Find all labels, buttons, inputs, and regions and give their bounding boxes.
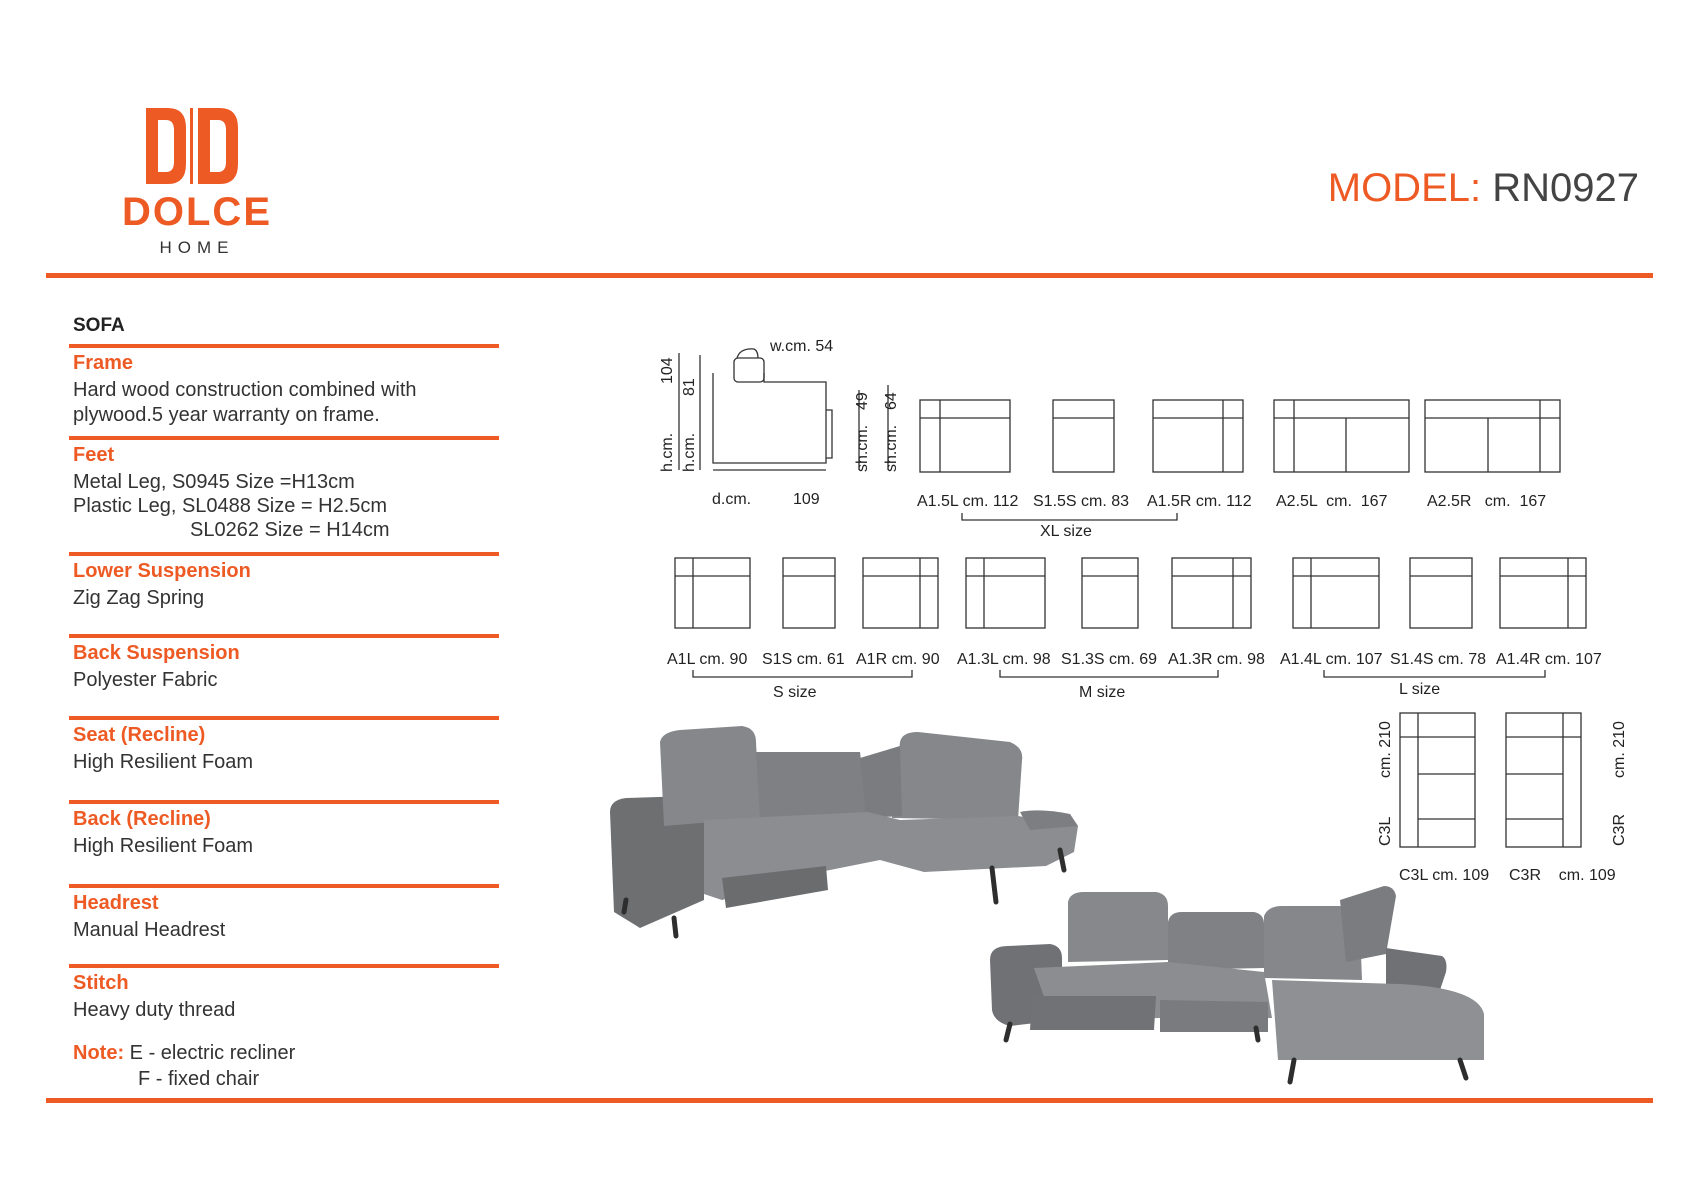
spec-heading: Back Suspension: [73, 642, 240, 664]
model-heading: MODEL: RN0927: [1328, 166, 1639, 211]
xl-modules: [919, 399, 1561, 521]
module-label: A1.5R cm. 112: [1147, 493, 1252, 510]
spec-heading: Headrest: [73, 892, 159, 914]
module-label: A1.5L cm. 112: [917, 493, 1018, 510]
height-back-value: 81: [681, 378, 698, 396]
size-group-label: XL size: [1040, 523, 1092, 540]
spec-divider: [69, 964, 499, 968]
spec-body: Manual Headrest: [73, 918, 225, 943]
spec-divider: [69, 344, 499, 348]
spec-heading: Frame: [73, 352, 134, 374]
chaise-code-label: C3R: [1611, 814, 1628, 846]
module-label: A2.5R cm. 167: [1427, 493, 1546, 510]
module-label: S1.4S cm. 78: [1390, 651, 1486, 668]
seat-height-value: 64: [883, 392, 900, 410]
side-profile-drawing: [678, 348, 889, 471]
spec-body: Zig Zag Spring: [73, 586, 204, 611]
spec-heading: Stitch: [73, 972, 129, 994]
spec-line: Metal Leg, S0945 Size =H13cm: [73, 471, 355, 493]
spec-divider: [69, 716, 499, 720]
note-line: E - electric recliner: [129, 1042, 296, 1064]
size-group-label: M size: [1079, 684, 1125, 701]
module-label: A2.5L cm. 167: [1276, 493, 1388, 510]
spec-line: Manual Headrest: [73, 919, 226, 941]
spec-divider: [69, 800, 499, 804]
note-label: Note:: [73, 1042, 125, 1064]
note: Note: E - electric recliner F - fixed ch…: [73, 1040, 295, 1092]
spec-divider: [69, 552, 499, 556]
spec-line: Hard wood construction combined with: [73, 379, 417, 401]
footer-divider: [46, 1098, 1653, 1103]
brand-name: DOLCE: [122, 190, 272, 234]
height-total-value: 104: [659, 357, 676, 384]
sofa-photo-angled: [610, 726, 1078, 939]
chaise-length-label: cm. 210: [1611, 721, 1628, 778]
spec-body: High Resilient Foam: [73, 750, 253, 775]
size-group-label: L size: [1399, 681, 1440, 698]
module-label: A1.3L cm. 98: [957, 651, 1051, 668]
spec-line: Polyester Fabric: [73, 669, 218, 691]
seat-height-label: sh.cm.: [883, 425, 900, 472]
brand-subtitle: HOME: [159, 238, 235, 257]
module-label: S1.5S cm. 83: [1033, 493, 1129, 510]
spec-heading: Seat (Recline): [73, 724, 206, 746]
height-label: h.cm.: [681, 433, 698, 472]
spec-heading: Back (Recline): [73, 808, 211, 830]
width-label: w.cm. 54: [769, 338, 833, 355]
spec-divider: [69, 884, 499, 888]
spec-body: High Resilient Foam: [73, 834, 253, 859]
note-line: F - fixed chair: [138, 1068, 260, 1090]
module-label: A1R cm. 90: [856, 651, 940, 668]
depth-value: 109: [793, 491, 820, 508]
module-label: A1.4R cm. 107: [1496, 651, 1602, 668]
spec-title: SOFA: [73, 315, 125, 336]
spec-body: Polyester Fabric: [73, 668, 218, 693]
chaise-modules: [1399, 712, 1582, 848]
spec-line: High Resilient Foam: [73, 751, 254, 773]
header-divider: [46, 273, 1653, 278]
module-label: S1.3S cm. 69: [1061, 651, 1157, 668]
brand-logo-mark-icon: [146, 108, 238, 184]
spec-divider: [69, 634, 499, 638]
spec-line: SL0262 Size = H14cm: [190, 519, 390, 541]
spec-heading: Feet: [73, 444, 115, 466]
spec-body: Metal Leg, S0945 Size =H13cm Plastic Leg…: [73, 470, 390, 542]
height-label: h.cm.: [659, 433, 676, 472]
module-label: C3R cm. 109: [1509, 867, 1616, 884]
chaise-length-label: cm. 210: [1377, 721, 1394, 778]
module-label: C3L cm. 109: [1399, 867, 1489, 884]
model-label: MODEL:: [1327, 166, 1482, 210]
module-label: S1S cm. 61: [762, 651, 845, 668]
module-label: A1.3R cm. 98: [1168, 651, 1265, 668]
size-modules: [674, 557, 1587, 678]
spec-divider: [69, 436, 499, 440]
spec-body: Hard wood construction combined with ply…: [73, 378, 417, 428]
module-label: A1.4L cm. 107: [1280, 651, 1383, 668]
model-number: RN0927: [1492, 166, 1639, 210]
spec-line: High Resilient Foam: [73, 835, 254, 857]
seat-height-value: 49: [854, 392, 871, 410]
spec-line: Heavy duty thread: [73, 999, 236, 1021]
chaise-code-label: C3L: [1377, 817, 1394, 846]
spec-line: Zig Zag Spring: [73, 587, 205, 609]
module-label: A1L cm. 90: [667, 651, 747, 668]
spec-body: Heavy duty thread: [73, 998, 235, 1023]
depth-label: d.cm.: [712, 491, 751, 508]
size-group-label: S size: [773, 684, 817, 701]
spec-heading: Lower Suspension: [73, 560, 251, 582]
spec-line: Plastic Leg, SL0488 Size = H2.5cm: [73, 495, 388, 517]
seat-height-label: sh.cm.: [854, 425, 871, 472]
sofa-photo-front: [990, 886, 1484, 1085]
spec-line: plywood.5 year warranty on frame.: [73, 404, 380, 426]
